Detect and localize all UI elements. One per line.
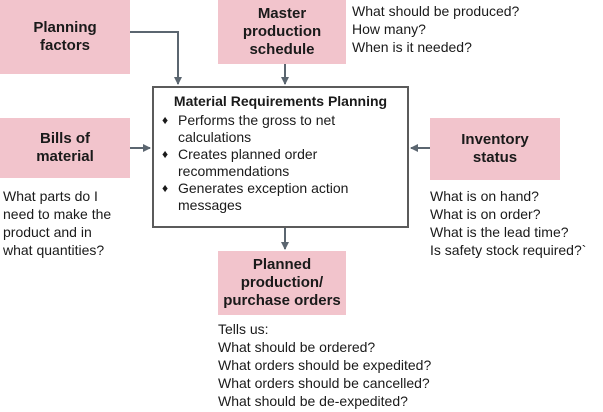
question: How many? — [352, 21, 426, 37]
question: What is the lead time? — [430, 224, 569, 240]
mrp-item: ♦ Creates planned order recommendations — [162, 146, 399, 180]
bills-of-material-box: Bills of material — [0, 118, 130, 178]
question: need to make the — [3, 206, 112, 222]
master-schedule-questions: What should be produced? How many? When … — [352, 2, 519, 56]
question: Is safety stock required?` — [430, 242, 587, 258]
question: Tells us: — [218, 321, 269, 337]
planning-factors-arrow — [130, 31, 182, 85]
inventory-status-label: Inventory status — [461, 131, 529, 166]
planned-orders-label: Planned production/ purchase orders — [223, 256, 341, 309]
question: What is on order? — [430, 206, 541, 222]
question: What orders should be cancelled? — [218, 375, 430, 391]
mrp-item-text: Performs the gross to net calculations — [178, 112, 336, 145]
diamond-bullet-icon: ♦ — [162, 181, 169, 195]
planned-orders-box: Planned production/ purchase orders — [218, 251, 346, 315]
mrp-title: Material Requirements Planning — [173, 93, 388, 109]
question: product and in — [3, 224, 92, 240]
inventory-status-box: Inventory status — [430, 118, 560, 180]
master-production-schedule-box: Master production schedule — [218, 0, 346, 64]
planned-orders-questions: Tells us: What should be ordered? What o… — [218, 320, 431, 410]
bills-of-material-questions: What parts do I need to make the product… — [3, 187, 111, 259]
planning-factors-box: Planning factors — [0, 0, 130, 74]
question: What should be de-expedited? — [218, 393, 408, 409]
question: What orders should be expedited? — [218, 357, 432, 373]
question: What should be produced? — [352, 3, 520, 19]
mrp-item-text: Generates exception action messages — [178, 180, 349, 213]
question: What parts do I — [3, 188, 98, 204]
question: what quantities? — [3, 242, 105, 258]
master-production-schedule-label: Master production schedule — [242, 5, 322, 58]
planning-factors-label: Planning factors — [33, 19, 97, 54]
diamond-bullet-icon: ♦ — [162, 113, 169, 127]
mrp-item: ♦ Performs the gross to net calculations — [162, 112, 399, 146]
mrp-item-text: Creates planned order recommendations — [178, 146, 318, 179]
inventory-status-questions: What is on hand? What is on order? What … — [430, 187, 586, 259]
question: When is it needed? — [352, 39, 472, 55]
mrp-item: ♦ Generates exception action messages — [162, 180, 399, 214]
bills-of-material-label: Bills of material — [36, 130, 94, 165]
diamond-bullet-icon: ♦ — [162, 147, 169, 161]
question: What should be ordered? — [218, 339, 376, 355]
mrp-box: Material Requirements Planning ♦ Perform… — [152, 86, 409, 228]
question: What is on hand? — [430, 188, 539, 204]
